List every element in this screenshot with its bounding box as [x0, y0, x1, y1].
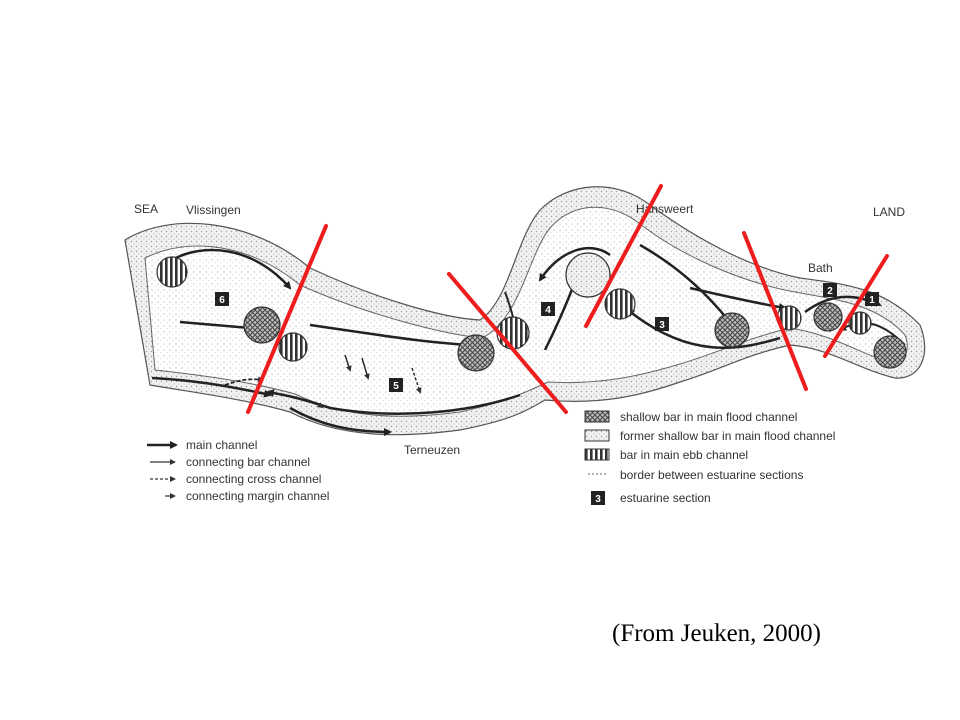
ebb-bar-3 — [604, 288, 636, 320]
border-line-6-5 — [246, 224, 328, 414]
ebb-bar-6a — [156, 256, 188, 288]
legend-label-ebb-bar: bar in main ebb channel — [620, 448, 748, 462]
margin-channel-arrow-a — [314, 401, 324, 409]
ebb-bar-5 — [496, 316, 530, 350]
section-box-6 — [215, 292, 229, 306]
border-line-4-3 — [584, 184, 663, 328]
cross-channel-arrow-b — [411, 367, 422, 394]
border-line-3-2 — [742, 231, 808, 391]
section-border-lines — [246, 184, 889, 414]
legend-label-margin-channel: connecting margin channel — [186, 489, 329, 503]
legend-channels: main channel connecting bar channel conn… — [147, 438, 329, 503]
section-number-6: 6 — [219, 295, 225, 306]
legend-symbol-former-bar — [584, 429, 610, 442]
ebb-bar-6b — [278, 332, 308, 362]
former-flood-bar-4 — [565, 252, 611, 298]
border-line-5-4 — [447, 272, 568, 414]
legend-label-main-channel: main channel — [186, 438, 257, 452]
ebb-channel-arrow-b — [266, 389, 521, 415]
section-box-1 — [865, 292, 879, 306]
label-sea: SEA — [134, 202, 158, 216]
bar-channel-arrow-a — [344, 354, 352, 372]
source-credit: (From Jeuken, 2000) — [612, 620, 821, 647]
flood-channel-arrow-f — [626, 308, 781, 350]
flood-bar-6 — [243, 306, 281, 344]
flood-channel-arrow-b — [309, 323, 472, 349]
section-number-3: 3 — [659, 320, 665, 331]
flood-bar-1 — [873, 335, 907, 369]
section-number-1: 1 — [869, 295, 875, 306]
bar-channel-arrow-b — [361, 357, 370, 380]
label-bath: Bath — [808, 261, 833, 275]
section-markers: 6 5 4 3 2 1 — [215, 283, 879, 392]
flood-channel-arrow-a — [179, 320, 252, 332]
legend-label-former-bar: former shallow bar in main flood channel — [620, 429, 835, 443]
legend-symbol-section-number: 3 — [595, 494, 601, 505]
section-number-2: 2 — [827, 286, 833, 297]
ebb-channel-arrow-a — [167, 248, 292, 290]
flood-bar-5 — [457, 334, 495, 372]
ebb-channel-arrow-e — [639, 243, 730, 322]
section-number-5: 5 — [393, 381, 399, 392]
border-line-2-1 — [823, 254, 889, 358]
legend-label-cross-channel: connecting cross channel — [186, 472, 321, 486]
cross-channel-arrow-a — [224, 376, 264, 386]
legend-label-bar-channel: connecting bar channel — [186, 455, 310, 469]
legend-label-section: estuarine section — [620, 491, 711, 505]
section-box-2 — [823, 283, 837, 297]
legend-label-section-border: border between estuarine sections — [620, 468, 803, 482]
legend-label-shallow-bar: shallow bar in main flood channel — [620, 410, 797, 424]
section-box-5 — [389, 378, 403, 392]
flood-bar-3 — [714, 312, 750, 348]
section-box-4 — [541, 302, 555, 316]
legend-symbol-section-box — [591, 491, 605, 505]
label-terneuzen: Terneuzen — [404, 443, 460, 457]
section-number-4: 4 — [545, 305, 551, 316]
bars — [156, 252, 907, 372]
legend-symbol-ebb-bar — [584, 448, 610, 461]
ebb-channel-arrow-d — [538, 246, 611, 282]
ebb-channel-arrow-c — [289, 406, 392, 436]
section-box-3 — [655, 317, 669, 331]
label-vlissingen: Vlissingen — [186, 203, 241, 217]
label-land: LAND — [873, 205, 905, 219]
flood-bar-2 — [813, 302, 843, 332]
legend-symbol-shallow-bar — [584, 410, 610, 423]
ebb-bar-1 — [848, 311, 872, 335]
legend-bars: shallow bar in main flood channel former… — [584, 410, 835, 505]
